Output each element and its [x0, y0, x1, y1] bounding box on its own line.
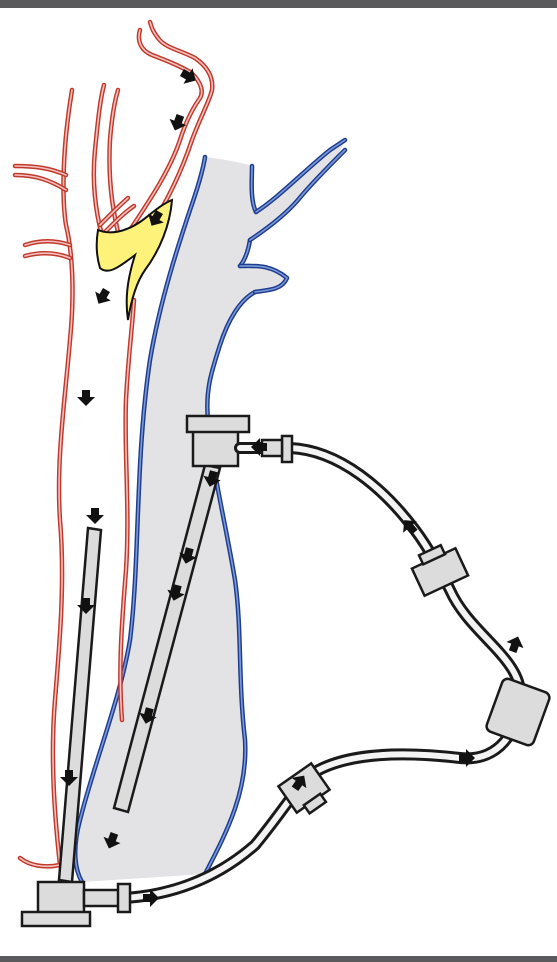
venous-sheath-cap[interactable]	[187, 416, 249, 432]
arrow-icon	[459, 749, 475, 767]
arterial-sheath-cap[interactable]	[22, 912, 90, 926]
internal-carotid-wall-outer	[94, 85, 104, 235]
venous-sheath-hub[interactable]	[193, 428, 238, 466]
venous-line-connector[interactable]	[282, 436, 292, 462]
arterial-line-connector[interactable]	[118, 884, 130, 912]
blood-filter[interactable]	[485, 677, 551, 747]
arrow-icon	[86, 508, 104, 524]
filter-upper[interactable]	[408, 540, 468, 596]
pump-icon	[485, 677, 551, 747]
arrow-icon	[77, 390, 95, 406]
arrow-icon	[504, 633, 526, 654]
arterial-sheath-connector[interactable]	[84, 890, 122, 906]
arrow-icon	[91, 285, 115, 308]
